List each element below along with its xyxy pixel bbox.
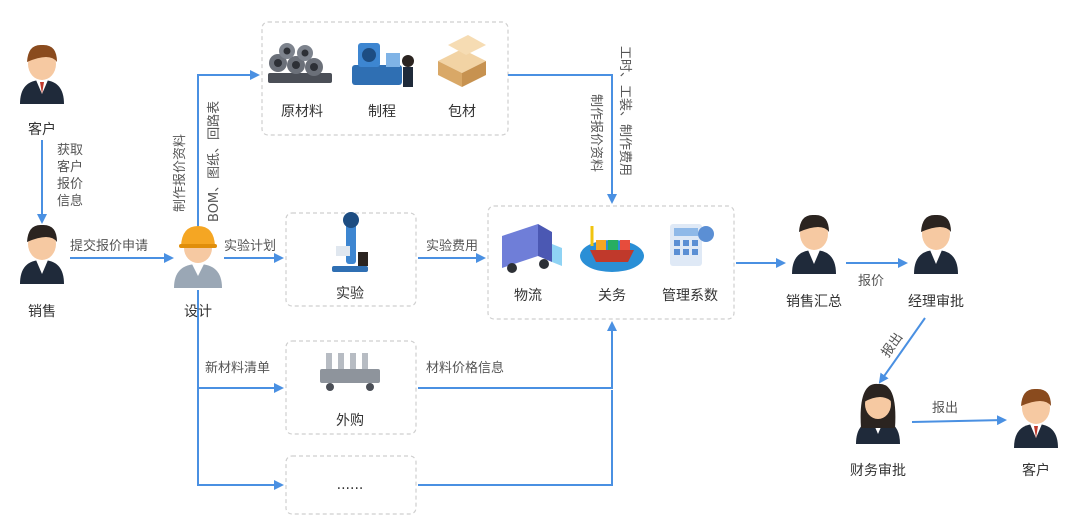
- sales-label: 销售: [28, 304, 56, 320]
- customer-top-icon: [20, 44, 64, 104]
- arrow-finance-to-customer: [911, 415, 1007, 426]
- purchase-box: [285, 340, 417, 435]
- get-customer-info-line-3: 报价: [57, 177, 83, 192]
- finance-review-icon: [856, 383, 900, 444]
- process-machine-icon: [352, 43, 414, 87]
- manager-review-icon: [914, 214, 958, 274]
- experiment-cost-label: 实验费用: [426, 238, 478, 254]
- management-coefficient-label: 管理系数: [662, 288, 718, 304]
- arrows: [37, 70, 1007, 490]
- material-price-info-label: 材料价格信息: [426, 360, 504, 376]
- arrow-designer-to-other: [197, 388, 284, 490]
- designer-icon: [174, 226, 222, 288]
- customs-label: 关务: [598, 288, 626, 304]
- arrow-materials-to-costs: [508, 74, 617, 204]
- make-quote-data-2-label: 制作报价资料: [588, 94, 603, 172]
- management-calculator-icon: [670, 224, 714, 266]
- get-customer-info-line-2: 客户: [57, 159, 83, 175]
- sales-summary-icon: [792, 214, 836, 274]
- raw-material-pipes-icon: [268, 43, 332, 83]
- experiment-label: 实验: [336, 286, 364, 302]
- arrow-manager-to-finance: [878, 317, 926, 384]
- arrow-designer-to-materials: [197, 70, 260, 228]
- purchase-label: 外购: [336, 413, 364, 429]
- customer-bottom-label: 客户: [1022, 462, 1050, 479]
- manager-review-label: 经理审批: [908, 294, 964, 310]
- arrow-other-to-costs: [418, 390, 613, 486]
- logistics-truck-icon: [502, 224, 562, 273]
- get-customer-info-line-4: 信息: [57, 193, 83, 209]
- other-box: [285, 455, 417, 515]
- sales-summary-label: 销售汇总: [786, 294, 842, 310]
- make-quote-data-label: 制作报价资料: [173, 134, 188, 212]
- designer-label: 设计: [184, 304, 212, 320]
- report-label-1: 报出: [879, 330, 906, 360]
- customer-top-label: 客户: [28, 121, 56, 138]
- other-label: ......: [337, 477, 364, 493]
- new-material-list-label: 新材料清单: [205, 360, 270, 376]
- finance-review-label: 财务审批: [850, 463, 906, 479]
- package-label: 包材: [448, 104, 476, 120]
- experiment-plan-label: 实验计划: [224, 238, 276, 254]
- labor-tool-cost-label: 工时、工装、制作费用: [617, 46, 632, 176]
- process-label: 制程: [368, 104, 396, 120]
- package-boxes-icon: [438, 35, 486, 87]
- customs-ship-icon: [580, 226, 644, 272]
- raw-material-label: 原材料: [281, 104, 323, 120]
- bom-drawing-label: BOM、图纸、回路表: [206, 101, 222, 222]
- quote-label: 报价: [858, 274, 884, 289]
- customer-bottom-icon: [1014, 388, 1058, 448]
- report-label-2: 报出: [932, 401, 958, 416]
- arrow-purchase-to-costs: [418, 321, 617, 389]
- experiment-microscope-icon: [332, 212, 368, 272]
- logistics-label: 物流: [514, 288, 542, 304]
- get-customer-info-line-1: 获取: [57, 143, 83, 158]
- submit-quote-request-label: 提交报价申请: [70, 238, 148, 254]
- sales-icon: [20, 224, 64, 284]
- purchase-cart-icon: [320, 353, 380, 391]
